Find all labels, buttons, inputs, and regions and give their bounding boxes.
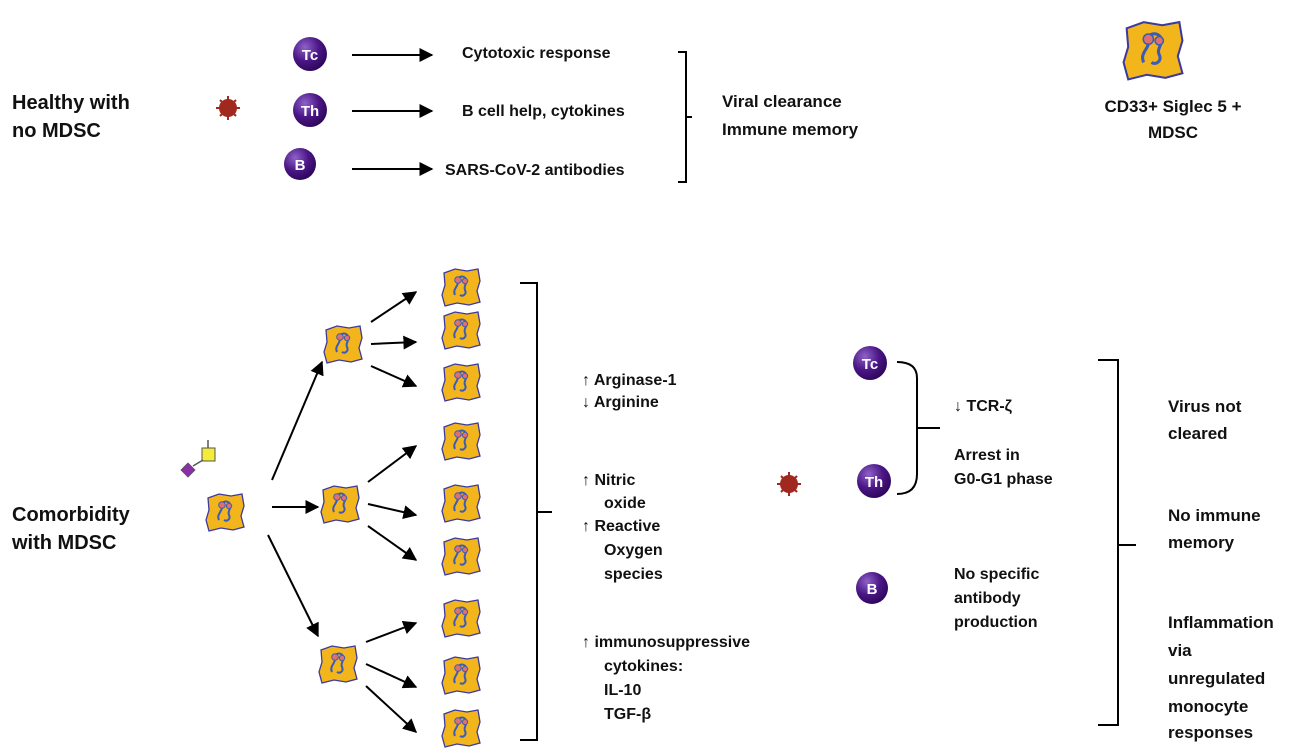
healthy-arrows [352, 48, 434, 176]
th-cell: Th [293, 93, 327, 127]
arrow-gen2-3-c [365, 685, 418, 733]
comorbidity-label-line2: with MDSC [12, 532, 117, 554]
mdsc-leaf-1 [441, 268, 481, 307]
mdsc-expansion-tree [205, 268, 481, 748]
b-suppressed-label: B [867, 581, 878, 598]
mdsc-gen2-3 [318, 645, 358, 684]
tc-suppressed-label: Tc [862, 356, 878, 373]
b-cell-suppressed: B [856, 572, 888, 604]
no-antibody-line1: No specific [954, 566, 1040, 583]
antibodies-label: SARS-CoV-2 antibodies [445, 162, 625, 179]
outcome-virus-line2: cleared [1168, 424, 1228, 443]
th-suppressed-label: Th [865, 474, 883, 491]
arrow-gen2-3-b [365, 663, 418, 689]
arrow-gen2-2-a [367, 445, 418, 483]
th-cell-label: Th [301, 103, 319, 120]
arrow-gen2-1-c [370, 365, 418, 388]
mdsc-leaf-5 [441, 484, 481, 523]
outcome-inflammation-line3: unregulated [1168, 669, 1266, 688]
cytokines-line4: TGF-β [604, 706, 652, 723]
cytokines-line1: ↑ immunosuppressive [582, 634, 751, 651]
virus-icon [777, 472, 801, 496]
immune-memory-label: Immune memory [722, 120, 859, 139]
tc-cell-suppressed: Tc [853, 346, 887, 380]
healthy-label-line1: Healthy with [12, 92, 130, 114]
mdsc-leaf-9 [441, 709, 481, 748]
outcome-inflammation-line2: via [1168, 641, 1192, 660]
outcome-inflammation-line1: Inflammation [1168, 613, 1274, 632]
arrow-gen2-2-b [367, 503, 418, 520]
no-antibody-line3: production [954, 614, 1038, 631]
b-cell: B [284, 148, 316, 180]
arrow-root-to-gen2-3 [267, 534, 319, 638]
comorbidity-label-line1: Comorbidity [12, 504, 130, 526]
tc-cell-label: Tc [302, 47, 318, 64]
mdsc-gen2-1 [323, 325, 363, 364]
mdsc-leaf-3 [441, 363, 481, 402]
healthy-label-line2: no MDSC [12, 120, 101, 142]
cytokines-line2: cytokines: [604, 658, 684, 675]
mdsc-leaf-2 [441, 311, 481, 350]
b-cell-label: B [295, 157, 306, 174]
ros-line3: species [604, 566, 663, 583]
arrow-root-to-gen2-1 [271, 360, 324, 481]
no-antibody-line2: antibody [954, 590, 1021, 607]
arrow-gen2-1-a [370, 291, 418, 323]
nitric-oxide-line2: oxide [604, 495, 646, 512]
healthy-bracket [678, 51, 692, 183]
mdsc-leaf-4 [441, 422, 481, 461]
ros-line1: ↑ Reactive [582, 518, 661, 535]
cytotoxic-response-label: Cytotoxic response [462, 45, 611, 62]
legend-line2: MDSC [1147, 123, 1199, 142]
arrow-gen2-1-b [370, 335, 418, 350]
legend-line1: CD33+ Siglec 5 + [1104, 97, 1242, 116]
glycan-icon [180, 440, 216, 478]
ros-line2: Oxygen [604, 542, 663, 559]
outcomes-bracket [1098, 359, 1136, 726]
arginase-label: ↑ Arginase-1 [582, 372, 677, 389]
outcome-virus-line1: Virus not [1168, 397, 1242, 416]
mdsc-leaf-7 [441, 599, 481, 638]
tcell-bracket [896, 361, 940, 495]
viral-clearance-label: Viral clearance [722, 92, 842, 111]
mdsc-effects-bracket [520, 282, 552, 741]
tcr-zeta-label: ↓ TCR-ζ [954, 398, 1013, 415]
outcome-memory-line2: memory [1168, 533, 1235, 552]
mdsc-root [205, 493, 245, 532]
arrow-gen2-3-a [365, 620, 418, 643]
mdsc-gen2-2 [320, 485, 360, 524]
outcome-inflammation-line5: responses [1168, 723, 1254, 742]
arrest-line1: Arrest in [954, 447, 1020, 464]
arrest-line2: G0-G1 phase [954, 471, 1053, 488]
b-cell-help-label: B cell help, cytokines [462, 103, 625, 120]
mdsc-leaf-8 [441, 656, 481, 695]
tc-cell: Tc [293, 37, 327, 71]
mdsc-leaf-6 [441, 537, 481, 576]
outcome-memory-line1: No immune [1168, 506, 1261, 525]
expansion-arrows [267, 291, 418, 733]
cytokines-line3: IL-10 [604, 682, 642, 699]
nitric-oxide-line1: ↑ Nitric [582, 472, 636, 489]
th-cell-suppressed: Th [857, 464, 891, 498]
arginine-label: ↓ Arginine [582, 394, 659, 411]
virus-icon [216, 96, 240, 120]
mdsc-legend-icon [1122, 20, 1184, 81]
outcome-inflammation-line4: monocyte [1168, 697, 1249, 716]
arrow-gen2-2-c [367, 525, 418, 561]
